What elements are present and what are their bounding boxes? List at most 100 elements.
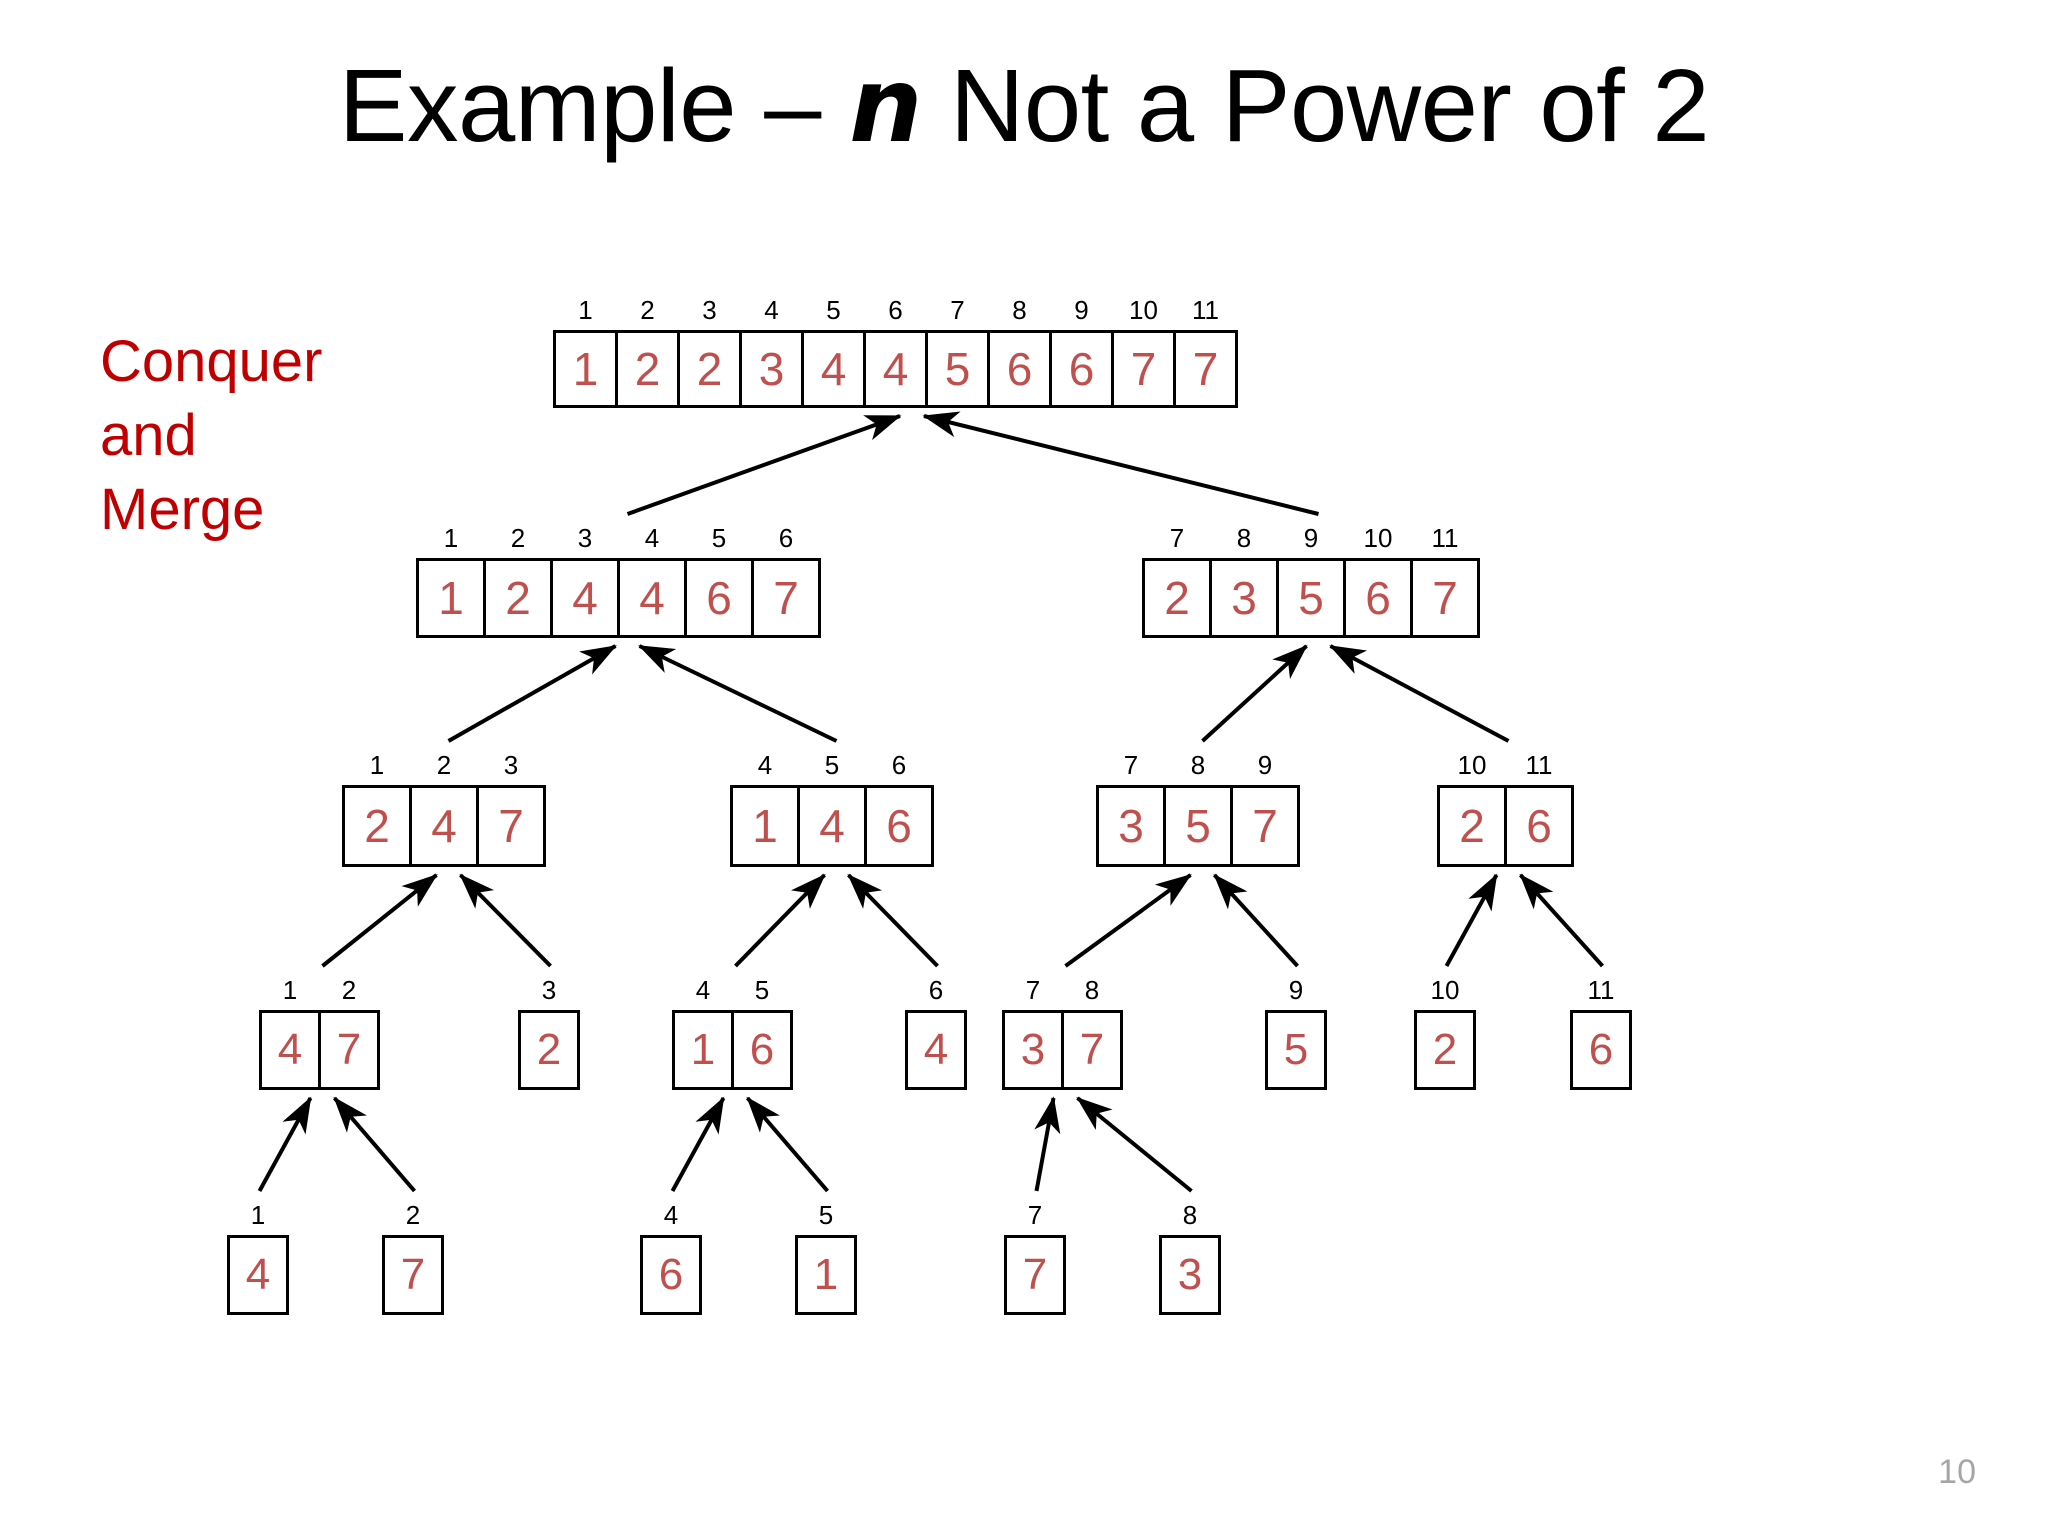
cell-index-label: 9 [1074, 295, 1089, 325]
cell-index-label: 5 [826, 295, 841, 325]
cell-value: 5 [1283, 1025, 1309, 1074]
merge-arrow [670, 1096, 726, 1192]
cell-index-label: 3 [577, 523, 593, 553]
cell-index-label: 7 [1025, 975, 1041, 1005]
cell-value: 7 [1079, 1025, 1105, 1074]
cell-value: 1 [752, 800, 778, 852]
cell-value: 4 [572, 572, 598, 624]
cell-value: 4 [882, 343, 909, 395]
cell-value: 4 [277, 1025, 303, 1074]
array-level-4-group-8: 11 6 [1570, 977, 1632, 1090]
cell-index-label: 4 [764, 295, 779, 325]
cell-value: 7 [1432, 572, 1458, 624]
cell-value: 5 [1185, 800, 1211, 852]
cell-value: 6 [1588, 1025, 1614, 1074]
cell-value: 5 [1298, 572, 1324, 624]
conquer-and-merge-label: Conquer and Merge [100, 325, 400, 548]
merge-arrow [638, 644, 838, 743]
cell-index-label: 4 [757, 750, 773, 780]
cell-index-label: 10 [1363, 523, 1393, 553]
cell-index-label: 3 [702, 295, 717, 325]
cell-index-label: 5 [818, 1200, 834, 1230]
cell-index-label: 5 [754, 975, 770, 1005]
cell-value: 3 [758, 343, 785, 395]
cell-value: 7 [400, 1250, 426, 1299]
cell-index-label: 1 [250, 1200, 266, 1230]
page-title: Example – n Not a Power of 2 [0, 51, 2048, 160]
merge-arrow [447, 644, 617, 743]
cell-value: 2 [1459, 800, 1485, 852]
cell-value: 7 [773, 572, 799, 624]
cell-index-label: 11 [1525, 750, 1553, 780]
cell-value: 6 [658, 1250, 684, 1299]
array-cell: 11 6 [1570, 977, 1632, 1090]
cell-value: 2 [696, 343, 723, 395]
cell-value: 3 [1118, 800, 1144, 852]
cell-index-label: 8 [1236, 523, 1252, 553]
merge-arrow [1064, 873, 1192, 968]
cell-value: 1 [438, 572, 464, 624]
cell-value: 1 [690, 1025, 716, 1074]
cell-index-label: 8 [1182, 1200, 1198, 1230]
merge-arrow [1329, 644, 1510, 743]
cell-index-label: 2 [405, 1200, 421, 1230]
cell-value: 4 [923, 1025, 949, 1074]
cell-value: 6 [886, 800, 912, 852]
cell-index-label: 6 [891, 750, 907, 780]
caption-line-1: Conquer [100, 329, 323, 394]
cell-index-label: 11 [1192, 295, 1219, 325]
cell-value: 6 [1068, 343, 1095, 395]
cell-value: 7 [1252, 800, 1278, 852]
cell-index-label: 5 [711, 523, 727, 553]
cell-index-label: 3 [541, 975, 557, 1005]
cell-index-label: 2 [436, 750, 452, 780]
cell-value: 4 [819, 800, 845, 852]
cell-index-label: 10 [1457, 750, 1487, 780]
cell-value: 7 [336, 1025, 362, 1074]
cell-value: 4 [639, 572, 665, 624]
merge-arrow [734, 873, 826, 968]
cell-value: 3 [1177, 1250, 1203, 1299]
cell-value: 2 [1164, 572, 1190, 624]
merge-arrow [626, 414, 902, 516]
cell-index-label: 11 [1587, 975, 1615, 1005]
merge-arrow [1201, 644, 1308, 743]
title-prefix: Example – [338, 48, 850, 163]
cell-index-label: 8 [1012, 295, 1027, 325]
cell-index-label: 1 [443, 523, 459, 553]
merge-arrow [1034, 1096, 1061, 1192]
cell-index-label: 11 [1431, 523, 1459, 553]
array-cell: 11 7 [1410, 525, 1480, 638]
cell-index-label: 3 [503, 750, 519, 780]
